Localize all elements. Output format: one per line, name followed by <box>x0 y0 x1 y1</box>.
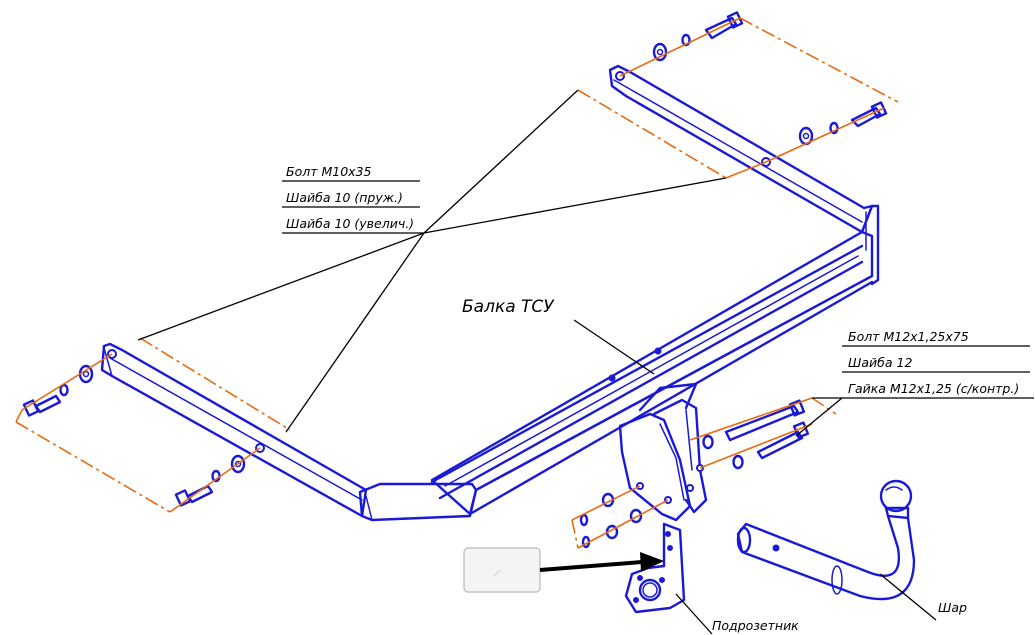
tow-beam <box>358 204 880 522</box>
right-side-bracket <box>608 64 874 234</box>
label-socket-bracket: Подрозетник <box>712 618 799 633</box>
fastener-group-left-lower <box>174 454 246 507</box>
fastener-group-m12-bolts <box>702 399 810 470</box>
label-group-m12: Болт М12х1,25х75 Шайба 12 Гайка М12х1,25… <box>795 329 1034 437</box>
label-beam: Балка ТСУ <box>462 297 555 317</box>
label-group-m10: Болт М10х35 Шайба 10 (пруж.) Шайба 10 (у… <box>137 89 727 433</box>
label-nut-m12: Гайка М12х1,25 (с/контр.) <box>848 381 1019 396</box>
label-bolt-m12: Болт М12х1,25х75 <box>848 329 969 344</box>
label-bolt-m10: Болт М10х35 <box>286 164 372 179</box>
left-side-bracket <box>100 342 368 518</box>
empty-image-box-icon <box>463 547 541 593</box>
fastener-group-nuts <box>579 492 643 549</box>
fastener-group-top-lower <box>798 101 888 146</box>
black-arrow-icon <box>539 552 664 572</box>
label-group-beam: Балка ТСУ <box>462 297 655 375</box>
label-washer-12: Шайба 12 <box>848 355 912 370</box>
label-washer-spring: Шайба 10 (пруж.) <box>286 190 403 205</box>
label-ball: Шар <box>938 600 967 615</box>
assembly-axis-lines <box>15 17 899 549</box>
label-group-socket: Подрозетник <box>675 593 799 635</box>
socket-bracket-part <box>624 522 686 614</box>
label-group-ball: Шар <box>879 573 967 621</box>
label-washer-enlarged: Шайба 10 (увелич.) <box>286 216 414 231</box>
tow-ball-part <box>736 479 916 601</box>
ball-mount-bracket <box>618 382 708 522</box>
